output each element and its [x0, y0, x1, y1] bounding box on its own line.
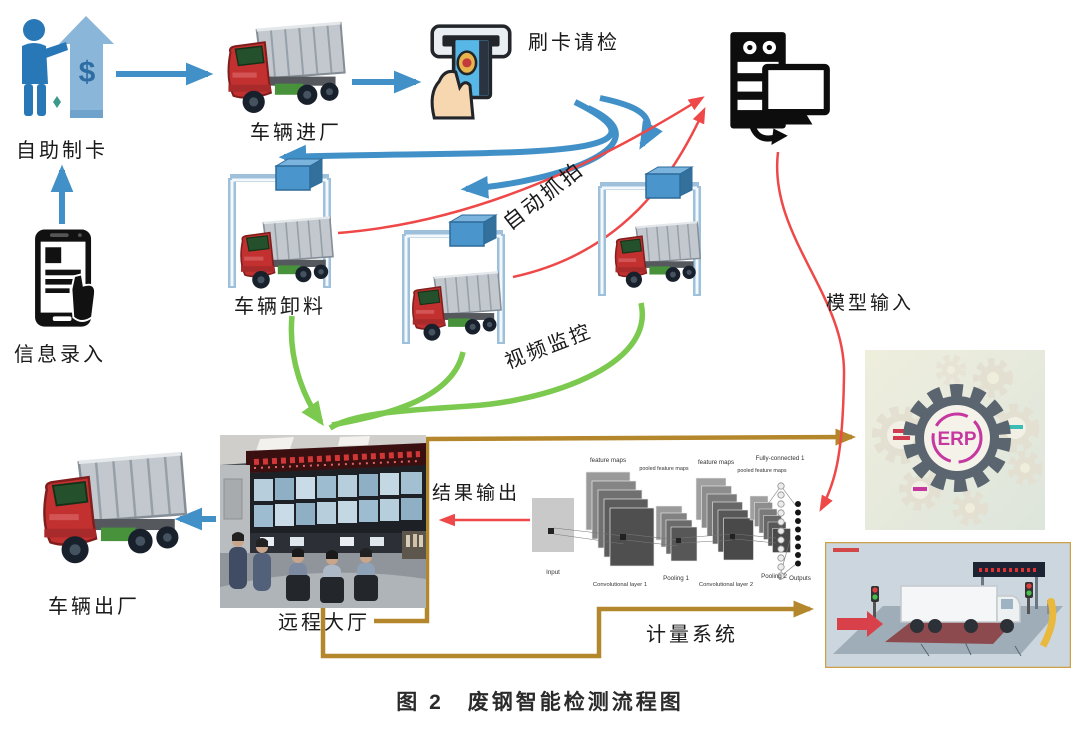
label-model-input: 模型输入 — [826, 293, 915, 314]
label-auto-capture: 自动抓拍 — [498, 156, 589, 235]
control-room-photo — [220, 435, 426, 608]
cnn-pooled-2: pooled feature maps — [737, 468, 786, 474]
erp-main-gear: ERP — [903, 384, 1011, 492]
pool1-stack — [655, 505, 698, 562]
cnn-pool1-label: Pooling 1 — [663, 575, 689, 582]
figure-caption: 图 2 废钢智能检测流程图 — [396, 691, 684, 714]
weighbridge-image — [825, 542, 1071, 668]
bottom-left-gear — [899, 469, 941, 511]
cnn-diagram: feature maps pooled feature maps feature… — [532, 455, 811, 588]
fc-circles — [777, 482, 785, 580]
cnn-pool2-label: Pooling 2 — [761, 573, 787, 580]
truck-exit-icon — [32, 450, 192, 567]
cnn-fc-label: Fully-connected 1 — [756, 455, 805, 462]
cnn-conv1-label: Convolutional layer 1 — [593, 582, 647, 588]
truck-unload-2 — [405, 270, 505, 343]
cnn-feature-maps-2: feature maps — [698, 459, 734, 466]
small-gears — [935, 354, 1043, 526]
label-info-entry: 信息录入 — [14, 344, 106, 366]
kiosk-person-icon: $ — [22, 16, 114, 118]
label-self-card: 自助制卡 — [16, 140, 108, 162]
cnn-conv2-label: Convolutional layer 2 — [699, 582, 753, 588]
truck-enter-icon — [218, 20, 350, 116]
operators — [229, 532, 378, 603]
dollar-glyph: $ — [79, 56, 96, 89]
edge-card-to-gate3 — [599, 95, 663, 150]
barrier-arm — [1039, 598, 1057, 648]
tiny-callouts — [920, 641, 1022, 657]
traffic-lights — [871, 582, 1033, 618]
label-swipe-card: 刷卡请检 — [528, 32, 620, 54]
output-dots — [795, 501, 801, 567]
label-video-monitor: 视频监控 — [502, 320, 596, 374]
conv1-stack — [585, 471, 655, 567]
label-remote-hall: 远程大厅 — [278, 612, 370, 634]
truck-unload-1 — [233, 215, 337, 291]
edge-gate2-to-remote — [331, 351, 466, 428]
cnn-feature-maps-1: feature maps — [590, 457, 626, 464]
erp-gears-image: ERP — [865, 350, 1045, 530]
label-vehicle-enter: 车辆进厂 — [250, 122, 342, 144]
conv2-stack — [695, 477, 754, 561]
label-vehicle-unload: 车辆卸料 — [234, 296, 326, 318]
server-monitor-icon — [730, 32, 830, 145]
card-swipe-icon — [430, 24, 512, 120]
edge-gate1-to-remote — [288, 315, 324, 427]
box-truck — [900, 585, 1021, 633]
monitor-wall — [254, 472, 422, 527]
erp-text: ERP — [937, 429, 976, 450]
cnn-outputs-label: Outputs — [789, 575, 811, 582]
entry-arrow — [837, 611, 883, 637]
cnn-input-label: Input — [546, 569, 560, 576]
cnn-pooled-1: pooled feature maps — [639, 466, 688, 472]
truck-unload-3 — [608, 220, 704, 290]
label-result-output: 结果输出 — [432, 483, 521, 504]
label-vehicle-exit: 车辆出厂 — [48, 596, 140, 618]
label-metering-system: 计量系统 — [646, 624, 738, 646]
smartphone-icon — [35, 229, 96, 327]
